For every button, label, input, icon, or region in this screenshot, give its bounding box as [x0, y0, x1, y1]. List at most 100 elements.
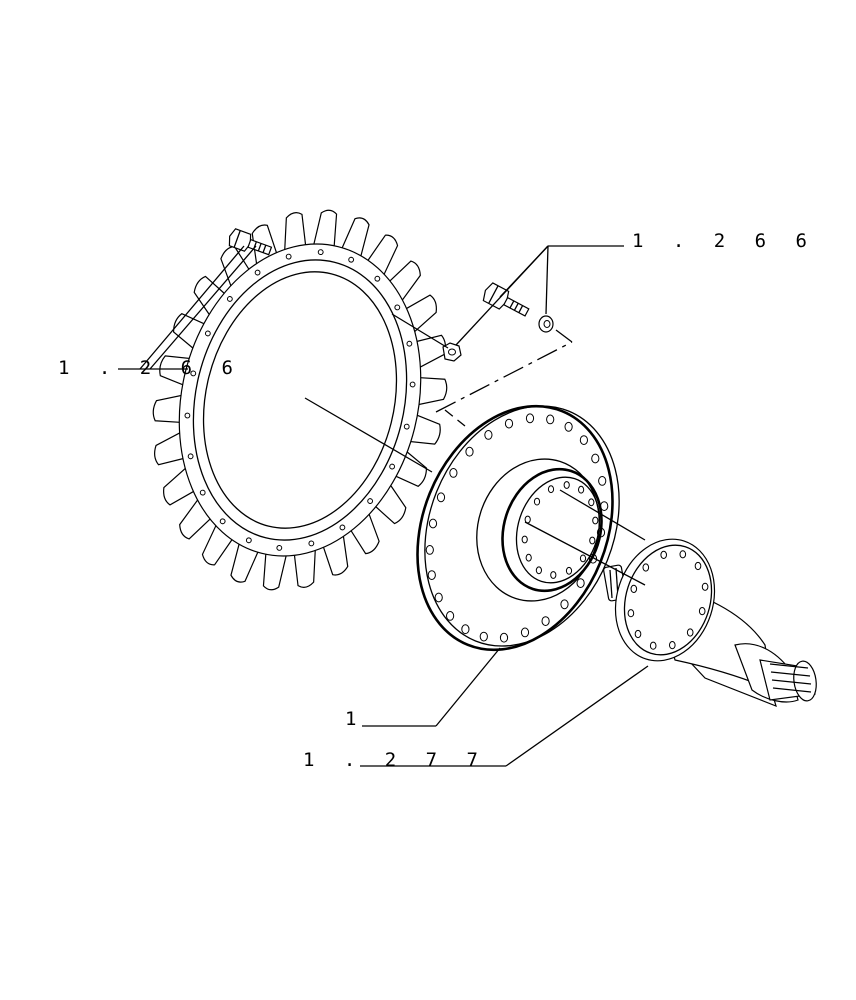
callout-sprocket-bolt: 1 . 2 6 6 [58, 357, 242, 379]
hub-hole [465, 446, 474, 457]
hub-hole [434, 592, 443, 603]
hub-hole [546, 414, 555, 425]
sprocket-inner-rim [192, 259, 408, 541]
hub-hole [520, 627, 530, 638]
shaft-hole [679, 550, 687, 559]
hub-hole [598, 476, 607, 486]
sprocket-tooth [340, 217, 370, 260]
sprocket-hole [406, 340, 413, 347]
sprocket-tooth [373, 482, 407, 525]
sprocket-tooth [152, 394, 185, 424]
sprocket-hole [187, 453, 194, 460]
hub-inner-hole [563, 481, 570, 489]
nut-icon [442, 342, 462, 362]
sprocket-hole [219, 518, 226, 525]
sprocket-hole [409, 381, 416, 388]
sprocket-tooth [154, 430, 187, 466]
hub-outer-edge [424, 405, 620, 647]
hub-inner-hole [547, 485, 555, 494]
shaft-hole [701, 582, 709, 591]
callout-hub: 1 [345, 708, 365, 730]
sprocket-hole [204, 330, 211, 337]
hub-hole [446, 611, 455, 621]
shaft-hole [660, 550, 668, 560]
hub-bore [501, 467, 603, 593]
sprocket-hole [184, 412, 191, 419]
hub-hole [525, 413, 535, 424]
sprocket-hole [245, 537, 252, 544]
hub-hole [541, 616, 550, 626]
sprocket-hole [285, 253, 292, 260]
leader-lines [118, 245, 649, 767]
splined-drive-shaft [603, 538, 817, 708]
hub-hole [449, 468, 458, 478]
sprocket-tooth [293, 546, 317, 588]
hub-hole [461, 624, 470, 635]
sprocket-tooth [193, 275, 227, 318]
hub-hole [564, 421, 573, 432]
sprocket-hole [394, 304, 401, 311]
hub-inner-race [515, 476, 601, 584]
hub-inner-hole [579, 554, 587, 563]
sprocket-tooth [262, 550, 288, 591]
hub-inner-hole [525, 553, 532, 562]
sprocket-bolt-holes [184, 249, 416, 551]
hub-hole [579, 435, 589, 446]
sprocket-hole [226, 296, 233, 302]
hub-flange [416, 404, 620, 652]
sprocket-hole [339, 524, 346, 531]
hub-inner-hole [533, 497, 541, 506]
bolt-icon [482, 282, 530, 317]
callout-shaft: 1 . 2 7 7 [303, 749, 487, 771]
hub-hole [576, 578, 585, 588]
hub-hole [484, 430, 493, 440]
sprocket-tooth [230, 540, 260, 583]
hub-bolt-holes [425, 413, 609, 643]
shaft-hole [669, 641, 676, 650]
sprocket-body [178, 243, 422, 557]
shaft-hole [686, 628, 694, 637]
hub-hole [425, 545, 434, 555]
sprocket-hole [254, 269, 261, 276]
sprocket-bore [202, 271, 398, 529]
shaft-hole [634, 629, 642, 639]
shaft-hole [649, 641, 657, 650]
hub-hole [504, 418, 514, 429]
shaft-hole [627, 609, 635, 618]
shaft-hole [642, 563, 650, 572]
sprocket-hole [389, 463, 396, 470]
hub-hole [427, 570, 436, 580]
hub-inner-hole [535, 566, 543, 575]
shaft-flange-face [623, 544, 713, 656]
hub-inner-hole [578, 485, 585, 494]
sprocket-tooth [312, 209, 338, 250]
sprocket-tooth [415, 376, 448, 406]
hub-hole [591, 453, 600, 464]
hub-inner-hole [588, 498, 595, 507]
hub-outer-rim [416, 404, 614, 652]
shaft-hole [698, 607, 706, 616]
sprocket-hole [199, 489, 206, 496]
hub-hole [560, 599, 569, 610]
hub-inner-bolt-holes [521, 481, 599, 579]
hub-inner-hole [521, 535, 528, 544]
sprocket-hole [367, 498, 374, 504]
shaft-hole [694, 561, 702, 571]
sprocket-tooth [283, 212, 307, 254]
hub-hole [499, 632, 509, 643]
hub-hole [479, 631, 488, 642]
hub-hole [428, 518, 438, 529]
sprocket-hole [403, 423, 410, 430]
washer-icon [538, 315, 554, 333]
hub-inner-hole [592, 516, 599, 525]
hub-inner-hole [550, 571, 557, 579]
hub-inner-hole [589, 536, 596, 545]
hub-hole [436, 492, 446, 503]
sprocket-hole [276, 544, 283, 551]
sprocket-hole [348, 256, 355, 263]
sprocket-hole [317, 249, 324, 256]
assembly-lines [304, 313, 646, 586]
sprocket-hole [190, 370, 197, 377]
hub-inner-hole [565, 566, 573, 575]
